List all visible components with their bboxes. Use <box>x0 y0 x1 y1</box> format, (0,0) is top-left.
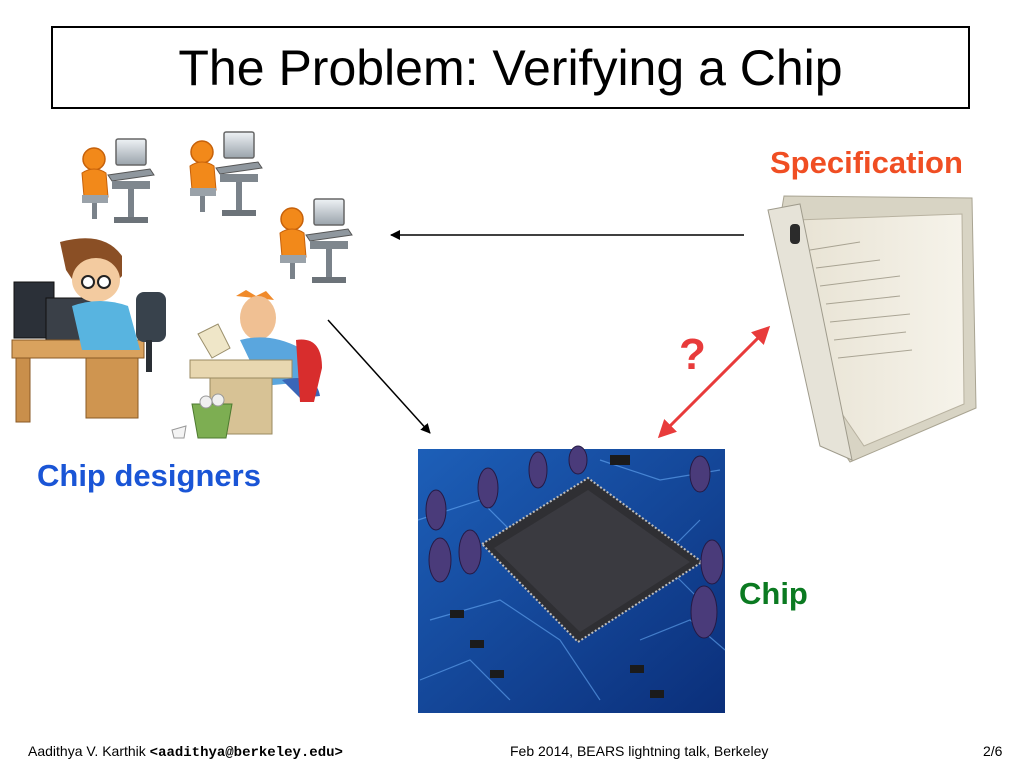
slide-title: The Problem: Verifying a Chip <box>178 39 843 96</box>
question-mark: ? <box>679 330 706 379</box>
title-box: The Problem: Verifying a Chip <box>51 26 970 109</box>
specification-binder-image <box>767 195 977 463</box>
chip-spec-question-arrow <box>657 325 771 439</box>
footer-event: Feb 2014, BEARS lightning talk, Berkeley <box>510 743 769 759</box>
chip-designers-label: Chip designers <box>37 458 261 493</box>
author-email: <aadithya@berkeley.edu> <box>149 745 343 761</box>
author-name: Aadithya V. Karthik <box>28 743 146 759</box>
cartoon-programmer-image <box>11 238 166 423</box>
stressed-programmer-image <box>171 290 322 439</box>
person-at-computer-icon <box>81 138 155 223</box>
specification-label: Specification <box>770 145 963 180</box>
chip-label: Chip <box>739 576 808 611</box>
person-at-computer-icon <box>279 198 353 283</box>
page-number: 2/6 <box>983 743 1003 759</box>
footer-author: Aadithya V. Karthik <aadithya@berkeley.e… <box>28 743 343 761</box>
circuit-board-chip-image <box>417 445 726 713</box>
person-at-computer-icon <box>189 131 263 216</box>
designers-to-chip-arrow <box>327 319 431 434</box>
